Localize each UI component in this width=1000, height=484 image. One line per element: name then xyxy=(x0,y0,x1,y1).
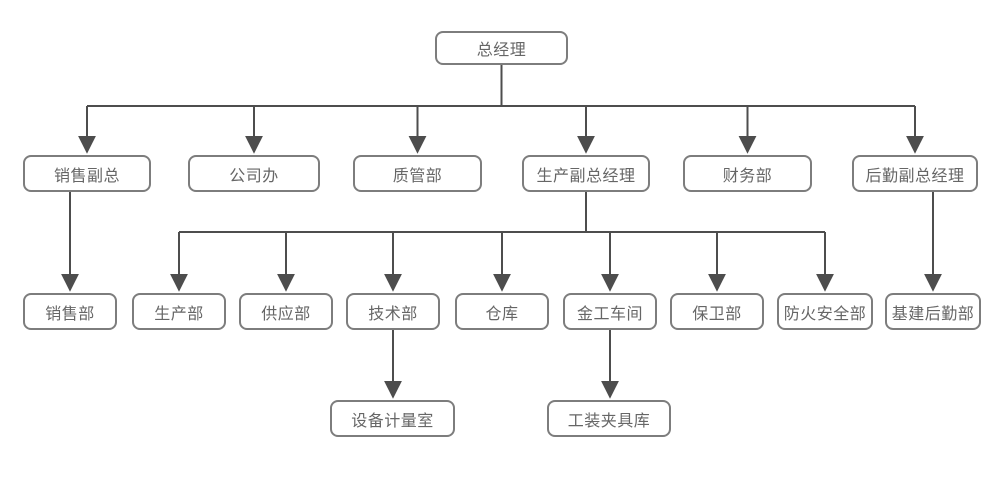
org-node-infrastructure-dept: 基建后勤部 xyxy=(885,293,981,330)
org-node-fire-safety-dept: 防火安全部 xyxy=(777,293,873,330)
org-node-sales-dept: 销售部 xyxy=(23,293,117,330)
org-node-tooling-fixture-warehouse: 工装夹具库 xyxy=(547,400,671,437)
org-node-metal-workshop: 金工车间 xyxy=(563,293,657,330)
connector-lines xyxy=(61,65,942,399)
org-node-tech-dept: 技术部 xyxy=(346,293,440,330)
org-node-sales-vp: 销售副总 xyxy=(23,155,151,192)
org-node-finance-dept: 财务部 xyxy=(683,155,812,192)
org-node-supply-dept: 供应部 xyxy=(239,293,333,330)
org-node-quality-dept: 质管部 xyxy=(353,155,482,192)
org-node-equipment-metrology-room: 设备计量室 xyxy=(330,400,455,437)
org-node-warehouse: 仓库 xyxy=(455,293,549,330)
org-node-logistics-vp: 后勤副总经理 xyxy=(852,155,978,192)
org-node-company-office: 公司办 xyxy=(188,155,320,192)
org-node-general-manager: 总经理 xyxy=(435,31,568,65)
org-node-production-dept: 生产部 xyxy=(132,293,226,330)
org-node-security-dept: 保卫部 xyxy=(670,293,764,330)
org-node-production-vp: 生产副总经理 xyxy=(522,155,650,192)
